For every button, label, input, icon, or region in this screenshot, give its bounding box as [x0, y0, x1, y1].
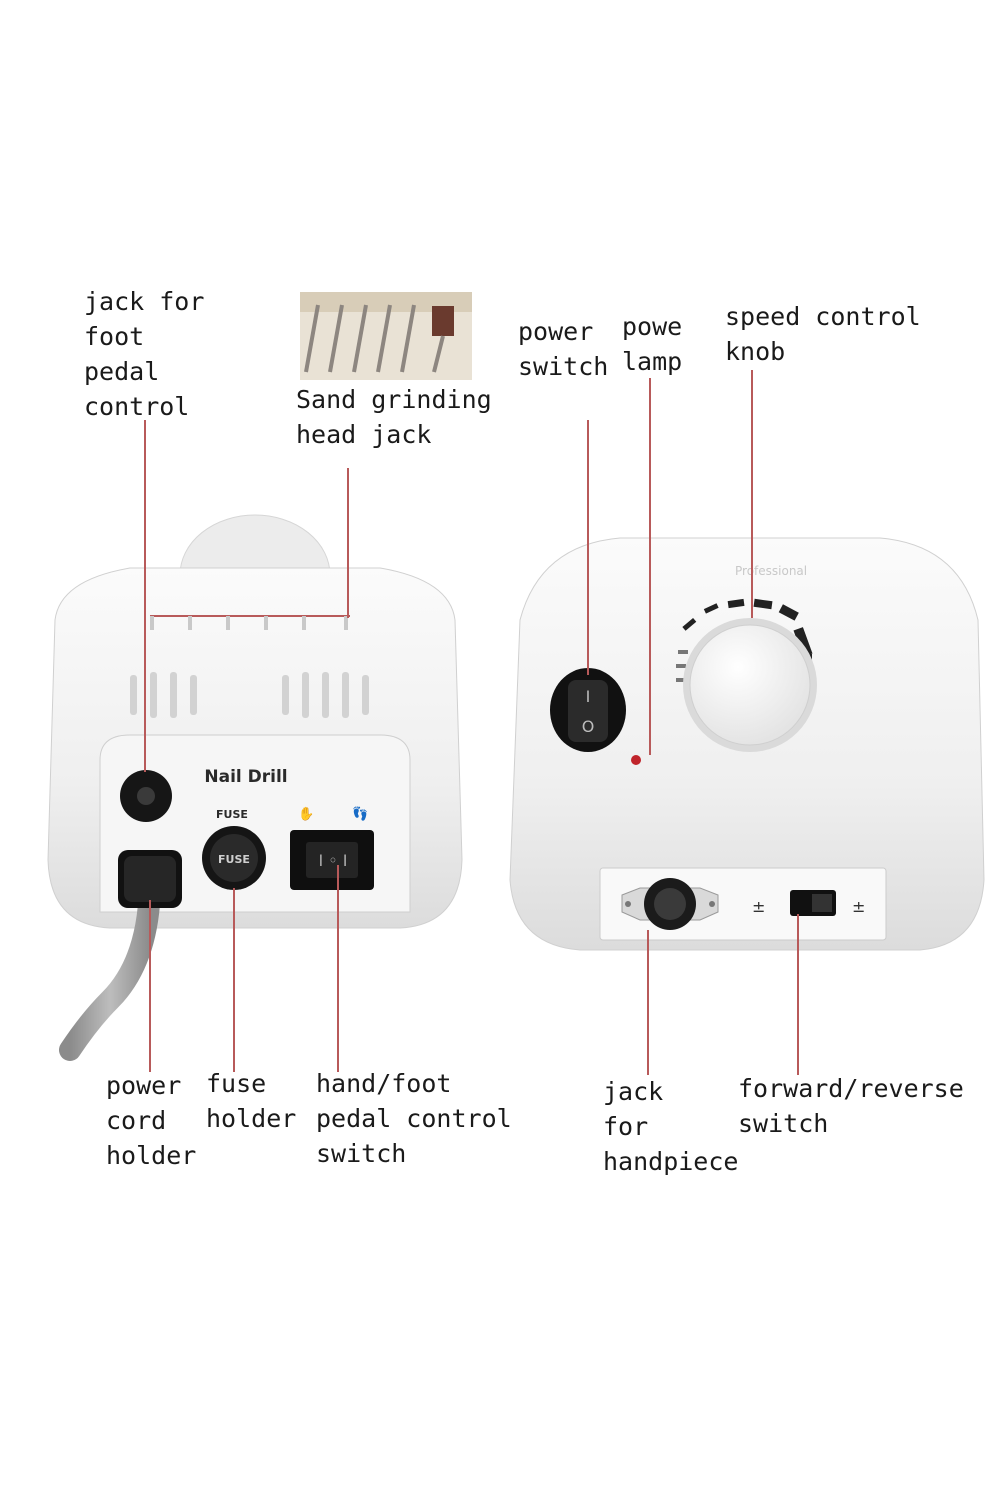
label-line: jack — [603, 1077, 664, 1106]
svg-text:Professional: Professional — [735, 564, 807, 578]
label-line: jack for — [84, 287, 205, 316]
label-power-cord-holder: power cord holder — [106, 1068, 196, 1173]
label-power-lamp: powe lamp — [622, 309, 682, 379]
label-line: holder — [206, 1104, 297, 1133]
label-line: Sand grinding — [296, 385, 492, 414]
label-line: switch — [738, 1109, 829, 1138]
svg-text:I ◦ I: I ◦ I — [318, 851, 347, 870]
svg-text:👣: 👣 — [352, 805, 368, 822]
label-line: for — [603, 1112, 649, 1141]
svg-text:✋: ✋ — [298, 806, 314, 822]
left-device: I ◦ I ✋ 👣 — [47, 514, 463, 1061]
label-sand-grinding-jack: Sand grinding head jack — [296, 382, 492, 452]
label-line: speed control — [725, 302, 921, 331]
label-line: powe — [622, 312, 683, 341]
label-fuse-holder: fuse holder — [206, 1066, 296, 1136]
label-line: pedal control — [316, 1104, 512, 1133]
panel-title: Nail Drill — [204, 767, 287, 787]
svg-text:O: O — [582, 717, 595, 736]
svg-text:I: I — [586, 687, 591, 706]
label-line: fuse — [206, 1069, 267, 1098]
label-line: switch — [518, 352, 609, 381]
label-line: pedal — [84, 357, 160, 386]
leader-lines — [144, 370, 799, 1075]
right-device: Professional I O — [509, 537, 985, 951]
label-line: switch — [316, 1139, 407, 1168]
fuse-cap-text: FUSE — [218, 853, 250, 866]
label-handpiece-jack: jack for handpiece — [603, 1074, 738, 1179]
label-line: head jack — [296, 420, 432, 449]
label-line: power — [518, 317, 594, 346]
label-line: lamp — [622, 347, 683, 376]
label-forward-reverse: forward/reverse switch — [738, 1071, 964, 1141]
label-line: hand/foot — [316, 1069, 452, 1098]
label-line: knob — [725, 337, 786, 366]
label-speed-knob: speed control knob — [725, 299, 921, 369]
label-line: foot — [84, 322, 145, 351]
label-foot-pedal-jack: jack for foot pedal control — [84, 284, 204, 424]
label-line: handpiece — [603, 1147, 739, 1176]
fuse-label: FUSE — [216, 808, 248, 821]
label-line: control — [84, 392, 190, 421]
label-line: forward/reverse — [738, 1074, 964, 1103]
label-power-switch: power switch — [518, 314, 608, 384]
label-line: holder — [106, 1141, 197, 1170]
label-line: power — [106, 1071, 182, 1100]
grinding-heads-thumbnail — [300, 292, 472, 380]
svg-text:±: ± — [852, 897, 865, 916]
label-pedal-switch: hand/foot pedal control switch — [316, 1066, 512, 1171]
label-line: cord — [106, 1106, 167, 1135]
svg-text:±: ± — [752, 897, 765, 916]
